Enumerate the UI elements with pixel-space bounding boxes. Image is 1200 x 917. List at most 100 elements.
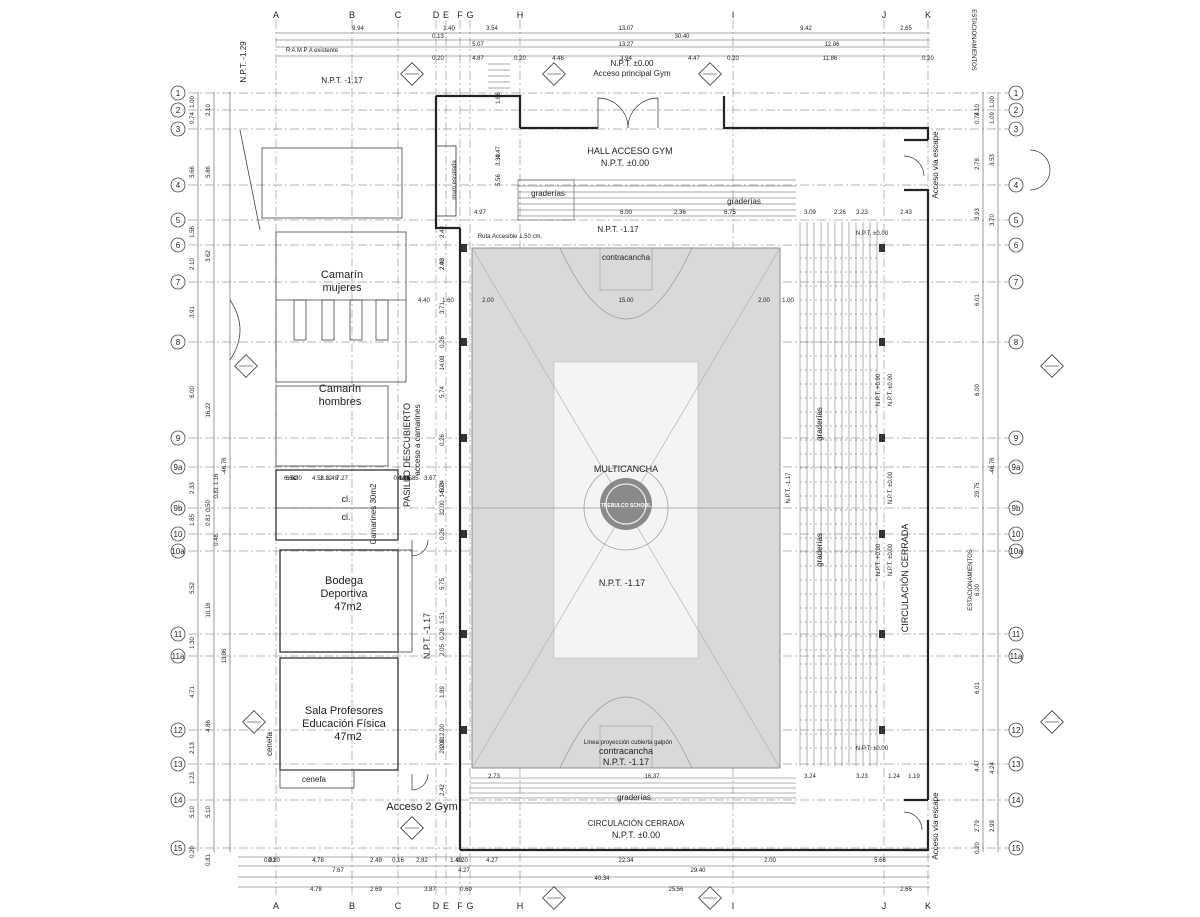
dimension-value: 2.33	[190, 482, 196, 494]
grid-row-bubble	[170, 792, 186, 808]
npt-top: N.P.T. -1.17	[597, 225, 639, 234]
hall-label: HALL ACCESO GYM	[587, 146, 672, 156]
dimension-value: 1.85	[190, 514, 196, 526]
pasillo-sublabel: acceso a camarines	[413, 404, 422, 475]
grid-row-bubble	[1008, 648, 1024, 664]
dimension-value: 5.10	[190, 806, 196, 818]
npt-000-e: N.P.T. ±0.00	[856, 746, 889, 752]
acceso-escape-bottom: Acceso vía escape	[931, 792, 940, 860]
dimension-value: 1.30	[190, 637, 196, 649]
grid-col-label: C	[395, 901, 402, 911]
grid-row-bubble	[1008, 212, 1024, 228]
grid-row-label: 10a	[171, 547, 185, 556]
grid-col-label: G	[466, 10, 473, 20]
grid-col-label: H	[517, 10, 524, 20]
dimension-value: 0.20	[514, 56, 526, 62]
dimension-value: 1.00	[782, 298, 794, 304]
grid-row-label: 6	[1014, 241, 1019, 250]
camarin-hombres-line2: hombres	[319, 396, 362, 408]
grid-row-label: 9b	[1012, 504, 1021, 513]
dimension-value: 3.87	[424, 887, 436, 893]
estacionamiento-mid: ESTACIONAMIENTOS	[968, 549, 974, 610]
dimension-value: 2.26	[834, 210, 846, 216]
grid-row-bubble	[170, 459, 186, 475]
dimension-value: 4.78	[310, 887, 322, 893]
dimension-value: 2.65	[900, 26, 912, 32]
dimension-value: 0.16	[392, 858, 404, 864]
dimension-value: 2.73	[488, 774, 500, 780]
dimension-value: 3.23	[856, 774, 868, 780]
sala-line1: Sala Profesores	[305, 705, 384, 717]
dimension-value: 2.99	[990, 820, 996, 832]
dimension-value: 13.07	[618, 26, 634, 32]
dimension-value: 1.89	[440, 686, 446, 698]
column-post	[879, 530, 885, 538]
graderias-side-1: graderías	[815, 407, 824, 441]
grid-col-label: E	[443, 10, 449, 20]
grid-row-label: 9a	[174, 463, 183, 472]
dimension-value: 1.66	[496, 92, 502, 104]
hall-npt: N.P.T. ±0.00	[601, 158, 649, 168]
npt-090-b: N.P.T. +0.90	[876, 543, 882, 576]
grid-row-bubble	[1008, 85, 1024, 101]
dimension-value: 1.51	[440, 612, 446, 624]
dimension-value: 6.64	[284, 476, 296, 482]
estacionamiento-top: ESTACIONAMIENTOS	[970, 9, 976, 70]
circulacion-cerrada-side: CIRCULACIÓN CERRADA	[900, 524, 910, 633]
dimension-value: 4.27	[486, 858, 498, 864]
dimension-value: 4.40	[418, 298, 430, 304]
grid-row-bubble	[170, 543, 186, 559]
dimension-value: 0.26	[440, 434, 446, 446]
dimension-value: 0.50	[206, 500, 212, 512]
dimension-value: 3.09	[804, 210, 816, 216]
dimension-value: 9.94	[352, 26, 364, 32]
grid-row-bubble	[170, 840, 186, 856]
dimension-value: 4.27	[458, 868, 470, 874]
dimension-value: 2.78	[975, 158, 981, 170]
dimension-value: 2.42	[440, 784, 446, 796]
dimension-value: 1.60	[442, 298, 454, 304]
npt-000-c: N.P.T. ±0.00	[888, 543, 894, 576]
grid-row-label: 7	[1014, 278, 1019, 287]
dimension-value: 6.01	[975, 294, 981, 306]
dimension-value: 2.10	[190, 258, 196, 270]
dimension-value: 3.53	[990, 154, 996, 166]
dimension-value: 0.20	[432, 56, 444, 62]
grid-row-label: 9a	[1012, 463, 1021, 472]
dimension-value: 0.14 1.85	[393, 476, 419, 482]
npt-000-a: N.P.T. ±0.00	[888, 373, 894, 406]
acceso-2-label: Acceso 2 Gym	[386, 801, 458, 813]
npt-pasillo: N.P.T. -1.17	[422, 613, 432, 659]
grid-row-label: 3	[176, 125, 181, 134]
npt-side: N.P.T. -1.17	[786, 472, 792, 504]
dimension-value: 16.22	[206, 402, 212, 418]
dimension-value: -46.76	[222, 457, 228, 475]
dimension-value: 5.66	[190, 166, 196, 178]
grid-row-label: 12	[174, 726, 183, 735]
grid-row-bubble	[170, 722, 186, 738]
graderias-side-2: graderías	[815, 533, 824, 567]
grid-row-label: 9	[1014, 434, 1019, 443]
grid-row-bubble	[1008, 177, 1024, 193]
grid-col-label: A	[273, 10, 279, 20]
acceso-principal-label: Acceso principal Gym	[593, 69, 671, 78]
grid-row-bubble	[1008, 459, 1024, 475]
dimension-value: 28.00	[440, 738, 446, 754]
dimension-lines	[197, 32, 999, 888]
dimension-value: 5.86	[206, 166, 212, 178]
dimension-value: 2.79	[975, 820, 981, 832]
column-post	[461, 434, 467, 442]
dimension-value: 0.13	[432, 34, 444, 40]
grid-col-label: A	[273, 901, 279, 911]
grid-row-label: 11	[174, 630, 183, 639]
dimension-value: 0.48	[214, 534, 220, 546]
npt-000-d: N.P.T. ±0.00	[856, 231, 889, 237]
dimension-value: 2.49	[370, 858, 382, 864]
dimension-value: 0.81	[206, 854, 212, 866]
acceso-principal-npt: N.P.T. ±0.00	[611, 59, 654, 68]
grid-row-label: 13	[1012, 760, 1021, 769]
school-logo-label: TREBULCO SCHOOL	[601, 503, 652, 509]
dimension-value: 1.09	[990, 112, 996, 124]
grid-row-bubble	[1008, 756, 1024, 772]
dimension-value: 29.40	[690, 868, 706, 874]
